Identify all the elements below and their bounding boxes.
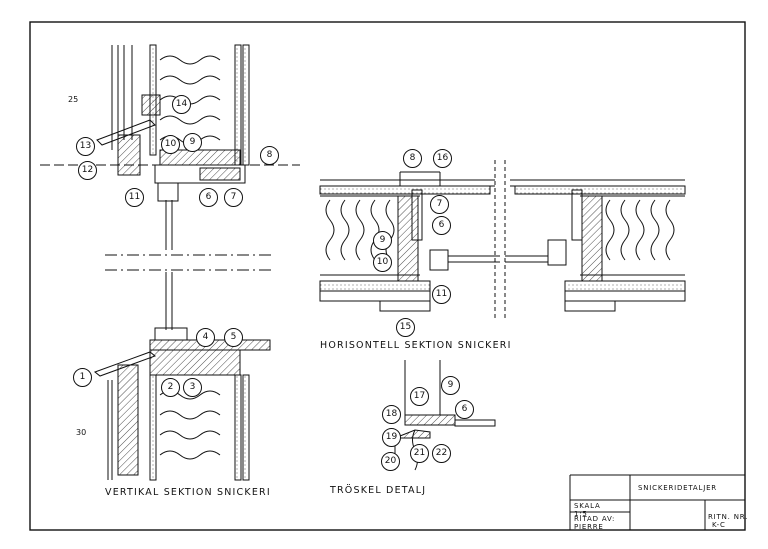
callout-4: 4 bbox=[196, 328, 215, 347]
callout-2: 2 bbox=[161, 378, 180, 397]
drawing-number-value: K-C bbox=[712, 521, 726, 529]
callout-8a: 8 bbox=[260, 146, 279, 165]
callout-21: 21 bbox=[410, 444, 429, 463]
title-block bbox=[569, 474, 745, 530]
vertical-section-top bbox=[40, 44, 300, 250]
drawing-border bbox=[29, 21, 746, 531]
horizontal-section-title: HORISONTELL SEKTION SNICKERI bbox=[320, 340, 512, 351]
title-block-heading: SNICKERIDETALJER bbox=[638, 484, 717, 492]
callout-11a: 11 bbox=[125, 188, 144, 207]
callout-1: 1 bbox=[73, 368, 92, 387]
callout-9a: 9 bbox=[183, 133, 202, 152]
callout-6a: 6 bbox=[199, 188, 218, 207]
callout-10b: 10 bbox=[373, 253, 392, 272]
scale-value: 1:5 bbox=[574, 510, 588, 518]
dimension-25: 25 bbox=[68, 95, 79, 104]
callout-9c: 9 bbox=[441, 376, 460, 395]
callout-5: 5 bbox=[224, 328, 243, 347]
callout-8b: 8 bbox=[403, 149, 422, 168]
callout-10a: 10 bbox=[161, 135, 180, 154]
vertical-section-bottom bbox=[93, 272, 271, 481]
callout-22: 22 bbox=[432, 444, 451, 463]
callout-17: 17 bbox=[410, 387, 429, 406]
drawn-by-value: PIERRE bbox=[574, 523, 604, 531]
callout-11b: 11 bbox=[432, 285, 451, 304]
callout-6c: 6 bbox=[455, 400, 474, 419]
callout-19: 19 bbox=[382, 428, 401, 447]
horizontal-section bbox=[319, 160, 686, 320]
threshold-detail-title: TRÖSKEL DETALJ bbox=[330, 485, 427, 496]
callout-6b: 6 bbox=[432, 216, 451, 235]
callout-3: 3 bbox=[183, 378, 202, 397]
callout-16: 16 bbox=[433, 149, 452, 168]
callout-15: 15 bbox=[396, 318, 415, 337]
callout-7b: 7 bbox=[430, 195, 449, 214]
callout-18: 18 bbox=[382, 405, 401, 424]
scale-label: SKALA bbox=[574, 502, 601, 510]
dimension-30: 30 bbox=[76, 428, 87, 437]
callout-12: 12 bbox=[78, 161, 97, 180]
callout-13: 13 bbox=[76, 137, 95, 156]
drawing-number-label: RITN. NR. bbox=[708, 513, 749, 521]
vertical-section-title: VERTIKAL SEKTION SNICKERI bbox=[105, 487, 271, 498]
callout-20: 20 bbox=[381, 452, 400, 471]
callout-7a: 7 bbox=[224, 188, 243, 207]
drawn-by-label: RITAD AV: bbox=[574, 515, 616, 523]
callout-14: 14 bbox=[172, 95, 191, 114]
callout-9b: 9 bbox=[373, 231, 392, 250]
